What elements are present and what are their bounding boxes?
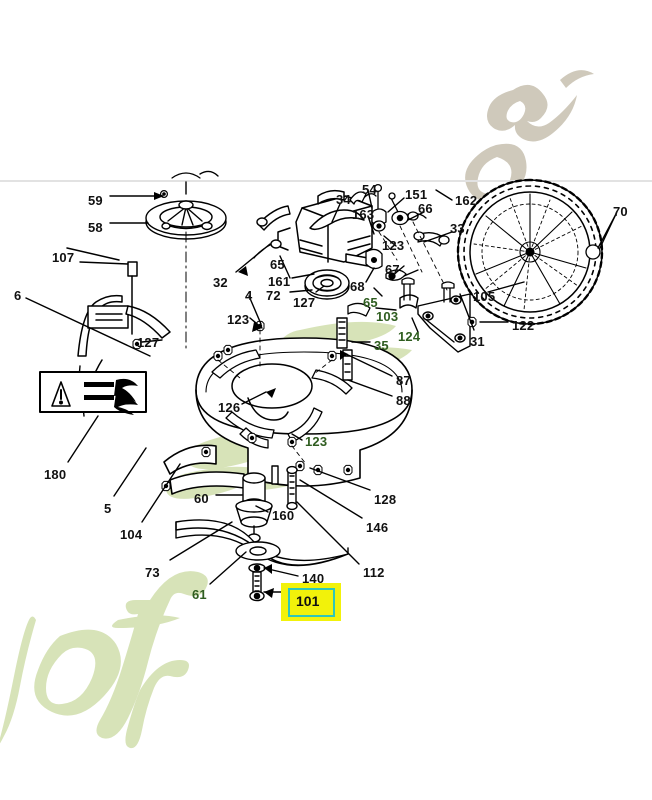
callout-146[interactable]: 146 bbox=[366, 520, 389, 535]
callout-5[interactable]: 5 bbox=[104, 501, 112, 516]
callout-73[interactable]: 73 bbox=[145, 565, 160, 580]
callout-124[interactable]: 124 bbox=[398, 329, 421, 344]
callout-162[interactable]: 162 bbox=[455, 193, 478, 208]
callout-180[interactable]: 180 bbox=[44, 467, 67, 482]
callout-163[interactable]: 163 bbox=[352, 207, 375, 222]
callout-88[interactable]: 88 bbox=[396, 393, 411, 408]
callout-72[interactable]: 72 bbox=[266, 288, 281, 303]
callout-127a[interactable]: 127 bbox=[293, 295, 316, 310]
callout-123b[interactable]: 123 bbox=[305, 434, 328, 449]
callout-161[interactable]: 161 bbox=[268, 274, 291, 289]
callout-151[interactable]: 151 bbox=[405, 187, 428, 202]
callout-35[interactable]: 35 bbox=[374, 338, 389, 353]
callout-104[interactable]: 104 bbox=[120, 527, 143, 542]
callout-58[interactable]: 58 bbox=[88, 220, 103, 235]
callout-87[interactable]: 87 bbox=[396, 373, 411, 388]
callout-112[interactable]: 112 bbox=[363, 565, 385, 580]
callout-105[interactable]: 105 bbox=[473, 289, 496, 304]
callout-122[interactable]: 122 bbox=[512, 318, 535, 333]
callout-65b[interactable]: 65 bbox=[363, 295, 378, 310]
callout-160[interactable]: 160 bbox=[272, 508, 295, 523]
callout-4[interactable]: 4 bbox=[245, 288, 253, 303]
callout-6[interactable]: 6 bbox=[14, 288, 22, 303]
highlighted-part-number: 101 bbox=[296, 593, 320, 609]
callout-68[interactable]: 68 bbox=[350, 279, 365, 294]
callout-32[interactable]: 32 bbox=[213, 275, 228, 290]
callout-59[interactable]: 59 bbox=[88, 193, 103, 208]
callout-123a[interactable]: 123 bbox=[227, 312, 250, 327]
callout-127b[interactable]: 127 bbox=[137, 335, 160, 350]
callout-65a[interactable]: 65 bbox=[270, 257, 285, 272]
callout-54[interactable]: 54 bbox=[362, 182, 377, 197]
callout-60[interactable]: 60 bbox=[194, 491, 209, 506]
callout-70[interactable]: 70 bbox=[613, 204, 628, 219]
callout-67[interactable]: 67 bbox=[385, 262, 400, 277]
callout-31[interactable]: 31 bbox=[470, 334, 485, 349]
callout-34[interactable]: 34 bbox=[336, 192, 351, 207]
callout-66[interactable]: 66 bbox=[418, 201, 433, 216]
callout-61[interactable]: 61 bbox=[192, 587, 207, 602]
callout-123c[interactable]: 123 bbox=[382, 238, 405, 253]
callout-107[interactable]: 107 bbox=[52, 250, 75, 265]
callout-103[interactable]: 103 bbox=[376, 309, 399, 324]
callout-126[interactable]: 126 bbox=[218, 400, 241, 415]
highlight-box-border bbox=[288, 588, 335, 617]
callout-128[interactable]: 128 bbox=[374, 492, 397, 507]
callout-140[interactable]: 140 bbox=[302, 571, 325, 586]
callout-33[interactable]: 33 bbox=[450, 221, 465, 236]
